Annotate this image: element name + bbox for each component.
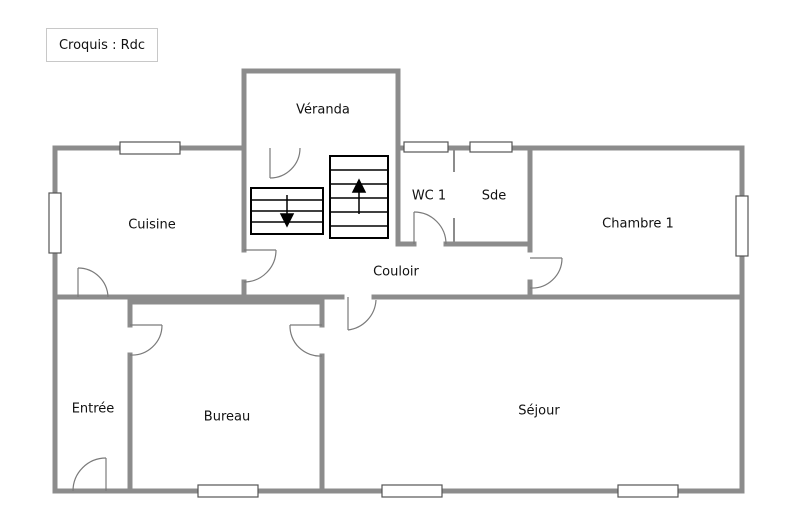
windows (48, 141, 749, 498)
door-sejour-arc (347, 299, 377, 331)
room-label-couloir: Couloir (373, 264, 419, 280)
room-label-veranda: Véranda (296, 102, 350, 118)
walls (52, 68, 745, 494)
window-bureau (197, 484, 259, 498)
door-wc-arc (413, 211, 447, 245)
window-sejour-2 (617, 484, 679, 498)
door-entree-top-arc (77, 267, 109, 298)
stairs-right (329, 155, 389, 239)
room-label-sejour: Séjour (518, 403, 560, 419)
window-cuisine-top (119, 141, 181, 155)
door-bureau-left-arc (129, 324, 163, 356)
window-sejour-1 (381, 484, 443, 498)
door-bureau-right-arc (289, 324, 323, 357)
door-front-arc (72, 457, 107, 492)
door-veranda-arc (269, 147, 301, 179)
room-label-cuisine: Cuisine (128, 217, 176, 233)
plan-title-text: Croquis : Rdc (58, 37, 146, 53)
room-label-wc: WC 1 (411, 188, 447, 204)
room-label-bureau: Bureau (203, 409, 251, 425)
stair-right-wall (395, 145, 413, 247)
window-wc (403, 141, 449, 153)
door-cuisine-arc (243, 249, 277, 283)
doors (72, 147, 563, 492)
room-label-chambre: Chambre 1 (602, 216, 674, 232)
room-label-sde: Sde (481, 188, 507, 204)
veranda-walls (241, 68, 401, 151)
room-label-entree: Entrée (71, 401, 115, 417)
stairs-up-arrow-icon (351, 178, 367, 193)
door-chambre-arc (529, 257, 563, 289)
window-cuisine-left (48, 192, 62, 254)
stairs-down-arrow-icon (279, 213, 295, 228)
stairs-left (250, 187, 324, 235)
window-sde (469, 141, 513, 153)
plan-title: Croquis : Rdc (46, 28, 158, 62)
window-chambre (735, 195, 749, 257)
